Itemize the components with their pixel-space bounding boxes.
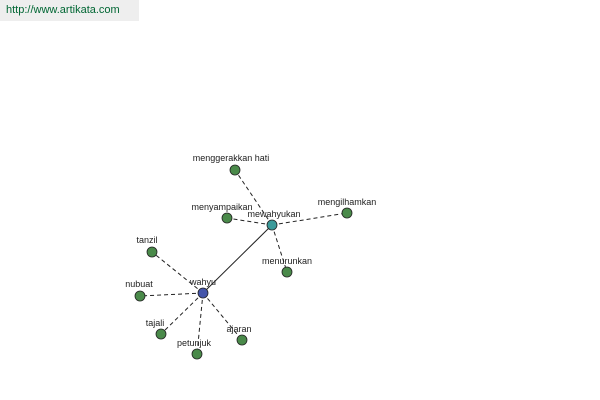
node-menggerakkan-hati[interactable] <box>229 164 241 176</box>
node-label-tanzil[interactable]: tanzil <box>136 235 157 245</box>
node-label-mewahyukan[interactable]: mewahyukan <box>247 209 300 219</box>
labels-layer: wahyu mewahyukan menggerakkan hati menyampa… <box>125 153 376 348</box>
edge-wahyu-mewahyukan <box>202 224 273 294</box>
edge-wahyu-tajali <box>160 292 204 335</box>
node-nubuat[interactable] <box>134 290 146 302</box>
node-label-menggerakkan-hati[interactable]: menggerakkan hati <box>193 153 270 163</box>
node-ajaran[interactable] <box>236 334 248 346</box>
node-tajali[interactable] <box>155 328 167 340</box>
edge-wahyu-ajaran <box>202 292 243 341</box>
node-label-wahyu[interactable]: wahyu <box>189 277 216 287</box>
edge-mewahyukan-menurunkan <box>271 224 288 273</box>
node-menyampaikan[interactable] <box>221 212 233 224</box>
edge-wahyu-nubuat <box>139 292 204 297</box>
node-label-ajaran[interactable]: ajaran <box>226 324 251 334</box>
edge-mewahyukan-mengilhamkan <box>271 212 348 226</box>
site-url[interactable]: http://www.artikata.com <box>0 0 139 21</box>
node-mewahyukan[interactable] <box>266 219 278 231</box>
node-mengilhamkan[interactable] <box>341 207 353 219</box>
node-wahyu[interactable] <box>197 287 209 299</box>
edge-mewahyukan-menyampaikan <box>226 217 273 226</box>
edge-wahyu-tanzil <box>151 251 204 294</box>
edge-wahyu-petunjuk <box>196 292 204 355</box>
node-label-nubuat[interactable]: nubuat <box>125 279 153 289</box>
node-tanzil[interactable] <box>146 246 158 258</box>
node-label-petunjuk[interactable]: petunjuk <box>177 338 212 348</box>
node-label-menurunkan[interactable]: menurunkan <box>262 256 312 266</box>
node-label-mengilhamkan[interactable]: mengilhamkan <box>318 197 377 207</box>
nodes-layer <box>134 164 353 360</box>
node-menurunkan[interactable] <box>281 266 293 278</box>
node-label-menyampaikan[interactable]: menyampaikan <box>191 202 252 212</box>
node-petunjuk[interactable] <box>191 348 203 360</box>
edges-layer <box>139 169 348 355</box>
node-label-tajali[interactable]: tajali <box>146 318 165 328</box>
